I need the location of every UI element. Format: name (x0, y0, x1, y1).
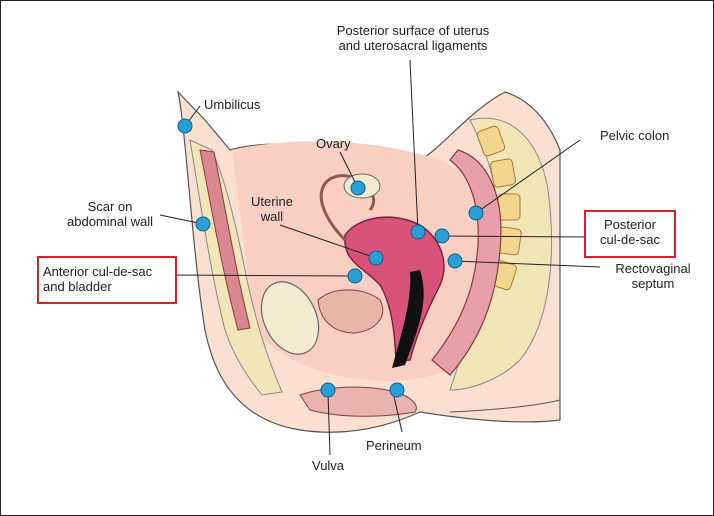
dot-pelvic-colon (468, 205, 484, 221)
label-posterior-cds: Posterior cul-de-sac (587, 217, 673, 247)
label-scar-line1: Scar on (87, 199, 133, 214)
vaginal-canal (392, 270, 424, 368)
bladder (317, 289, 384, 334)
endometriosis-dots (177, 118, 484, 398)
dot-ovary (350, 180, 366, 196)
label-ovary: Ovary (316, 136, 351, 151)
dot-vulva (320, 382, 336, 398)
dot-scar (195, 216, 211, 232)
thigh-outline (449, 399, 561, 413)
dot-umbilicus (177, 118, 193, 134)
label-posterior-surface-line2: and uterosacral ligaments (338, 38, 488, 53)
label-anterior-cds-line2: and bladder (43, 279, 112, 294)
label-scar-line2: abdominal wall (67, 214, 153, 229)
dot-anterior-cds (347, 268, 363, 284)
label-anterior-cds: Anterior cul-de-sac and bladder (43, 264, 152, 294)
label-rectovaginal-line2: septum (631, 276, 675, 291)
label-perineum: Perineum (366, 438, 422, 453)
label-vulva: Vulva (312, 458, 345, 473)
dot-perineum (389, 382, 405, 398)
pubic-bone (260, 281, 320, 355)
leader-lines (159, 59, 601, 456)
label-pelvic-colon: Pelvic colon (600, 128, 670, 143)
label-posterior-cds-line1: Posterior (603, 217, 657, 232)
label-umbilicus: Umbilicus (204, 97, 261, 112)
label-rectovaginal: Rectovaginal septum (598, 261, 708, 291)
label-anterior-cds-line1: Anterior cul-de-sac (43, 264, 153, 279)
dot-posterior-cds (434, 228, 450, 244)
dot-uterine-wall (368, 250, 384, 266)
label-uterine-wall-line1: Uterine (251, 194, 293, 209)
dot-rectovaginal (447, 253, 463, 269)
label-posterior-cds-line2: cul-de-sac (600, 232, 660, 247)
dot-posterior-uterus (410, 224, 426, 240)
highlight-box-anterior-cds (37, 256, 177, 304)
label-posterior-surface-line1: Posterior surface of uterus (336, 23, 490, 38)
uterus (344, 216, 445, 363)
abdominal-muscle (199, 149, 251, 331)
label-uterine-wall: Uterine wall (242, 194, 302, 224)
label-posterior-surface: Posterior surface of uterus and uterosac… (318, 23, 508, 53)
highlight-box-posterior-cds (584, 210, 676, 258)
label-uterine-wall-line2: wall (260, 209, 284, 224)
label-rectovaginal-line1: Rectovaginal (615, 261, 691, 276)
label-scar: Scar on abdominal wall (55, 199, 165, 229)
